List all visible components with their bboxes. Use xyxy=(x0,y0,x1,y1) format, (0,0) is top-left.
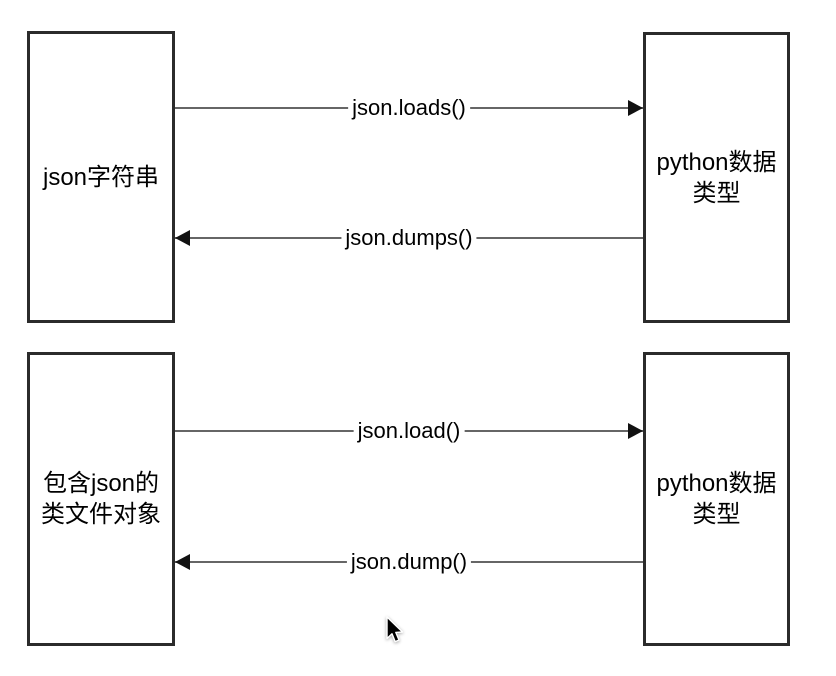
box-python-data-type-top: python数据 类型 xyxy=(643,32,790,323)
box-python-data-type-bottom: python数据 类型 xyxy=(643,352,790,646)
box-json-string: json字符串 xyxy=(27,31,175,323)
arrow-label-json-loads: json.loads() xyxy=(348,95,470,121)
box-label-line: 包含json的 xyxy=(42,470,160,497)
box-label: python数据 类型 xyxy=(656,147,776,209)
box-label-line: 类文件对象 xyxy=(41,501,161,528)
box-label-line: 类型 xyxy=(692,179,741,207)
box-label: 包含json的 类文件对象 xyxy=(41,468,161,530)
box-json-file-like-object: 包含json的 类文件对象 xyxy=(27,352,175,646)
arrow-json-load: json.load() xyxy=(175,418,643,444)
box-label: json字符串 xyxy=(43,162,159,193)
arrowhead-right-icon xyxy=(628,423,643,439)
box-label-line: json字符串 xyxy=(42,163,160,191)
arrow-label-json-dumps: json.dumps() xyxy=(341,225,477,251)
box-label: python数据 类型 xyxy=(656,468,776,530)
arrow-json-dumps: json.dumps() xyxy=(175,225,643,251)
box-label-line: python数据 xyxy=(656,470,777,497)
arrow-json-loads: json.loads() xyxy=(175,95,643,121)
arrowhead-left-icon xyxy=(175,230,190,246)
arrowhead-left-icon xyxy=(175,554,190,570)
box-label-line: 类型 xyxy=(692,501,741,528)
arrow-label-json-load: json.load() xyxy=(353,418,465,444)
mouse-pointer-icon xyxy=(386,616,404,643)
arrow-label-json-dump: json.dump() xyxy=(346,549,472,575)
arrow-json-dump: json.dump() xyxy=(175,549,643,575)
box-label-line: python数据 xyxy=(656,148,777,176)
arrowhead-right-icon xyxy=(628,100,643,116)
